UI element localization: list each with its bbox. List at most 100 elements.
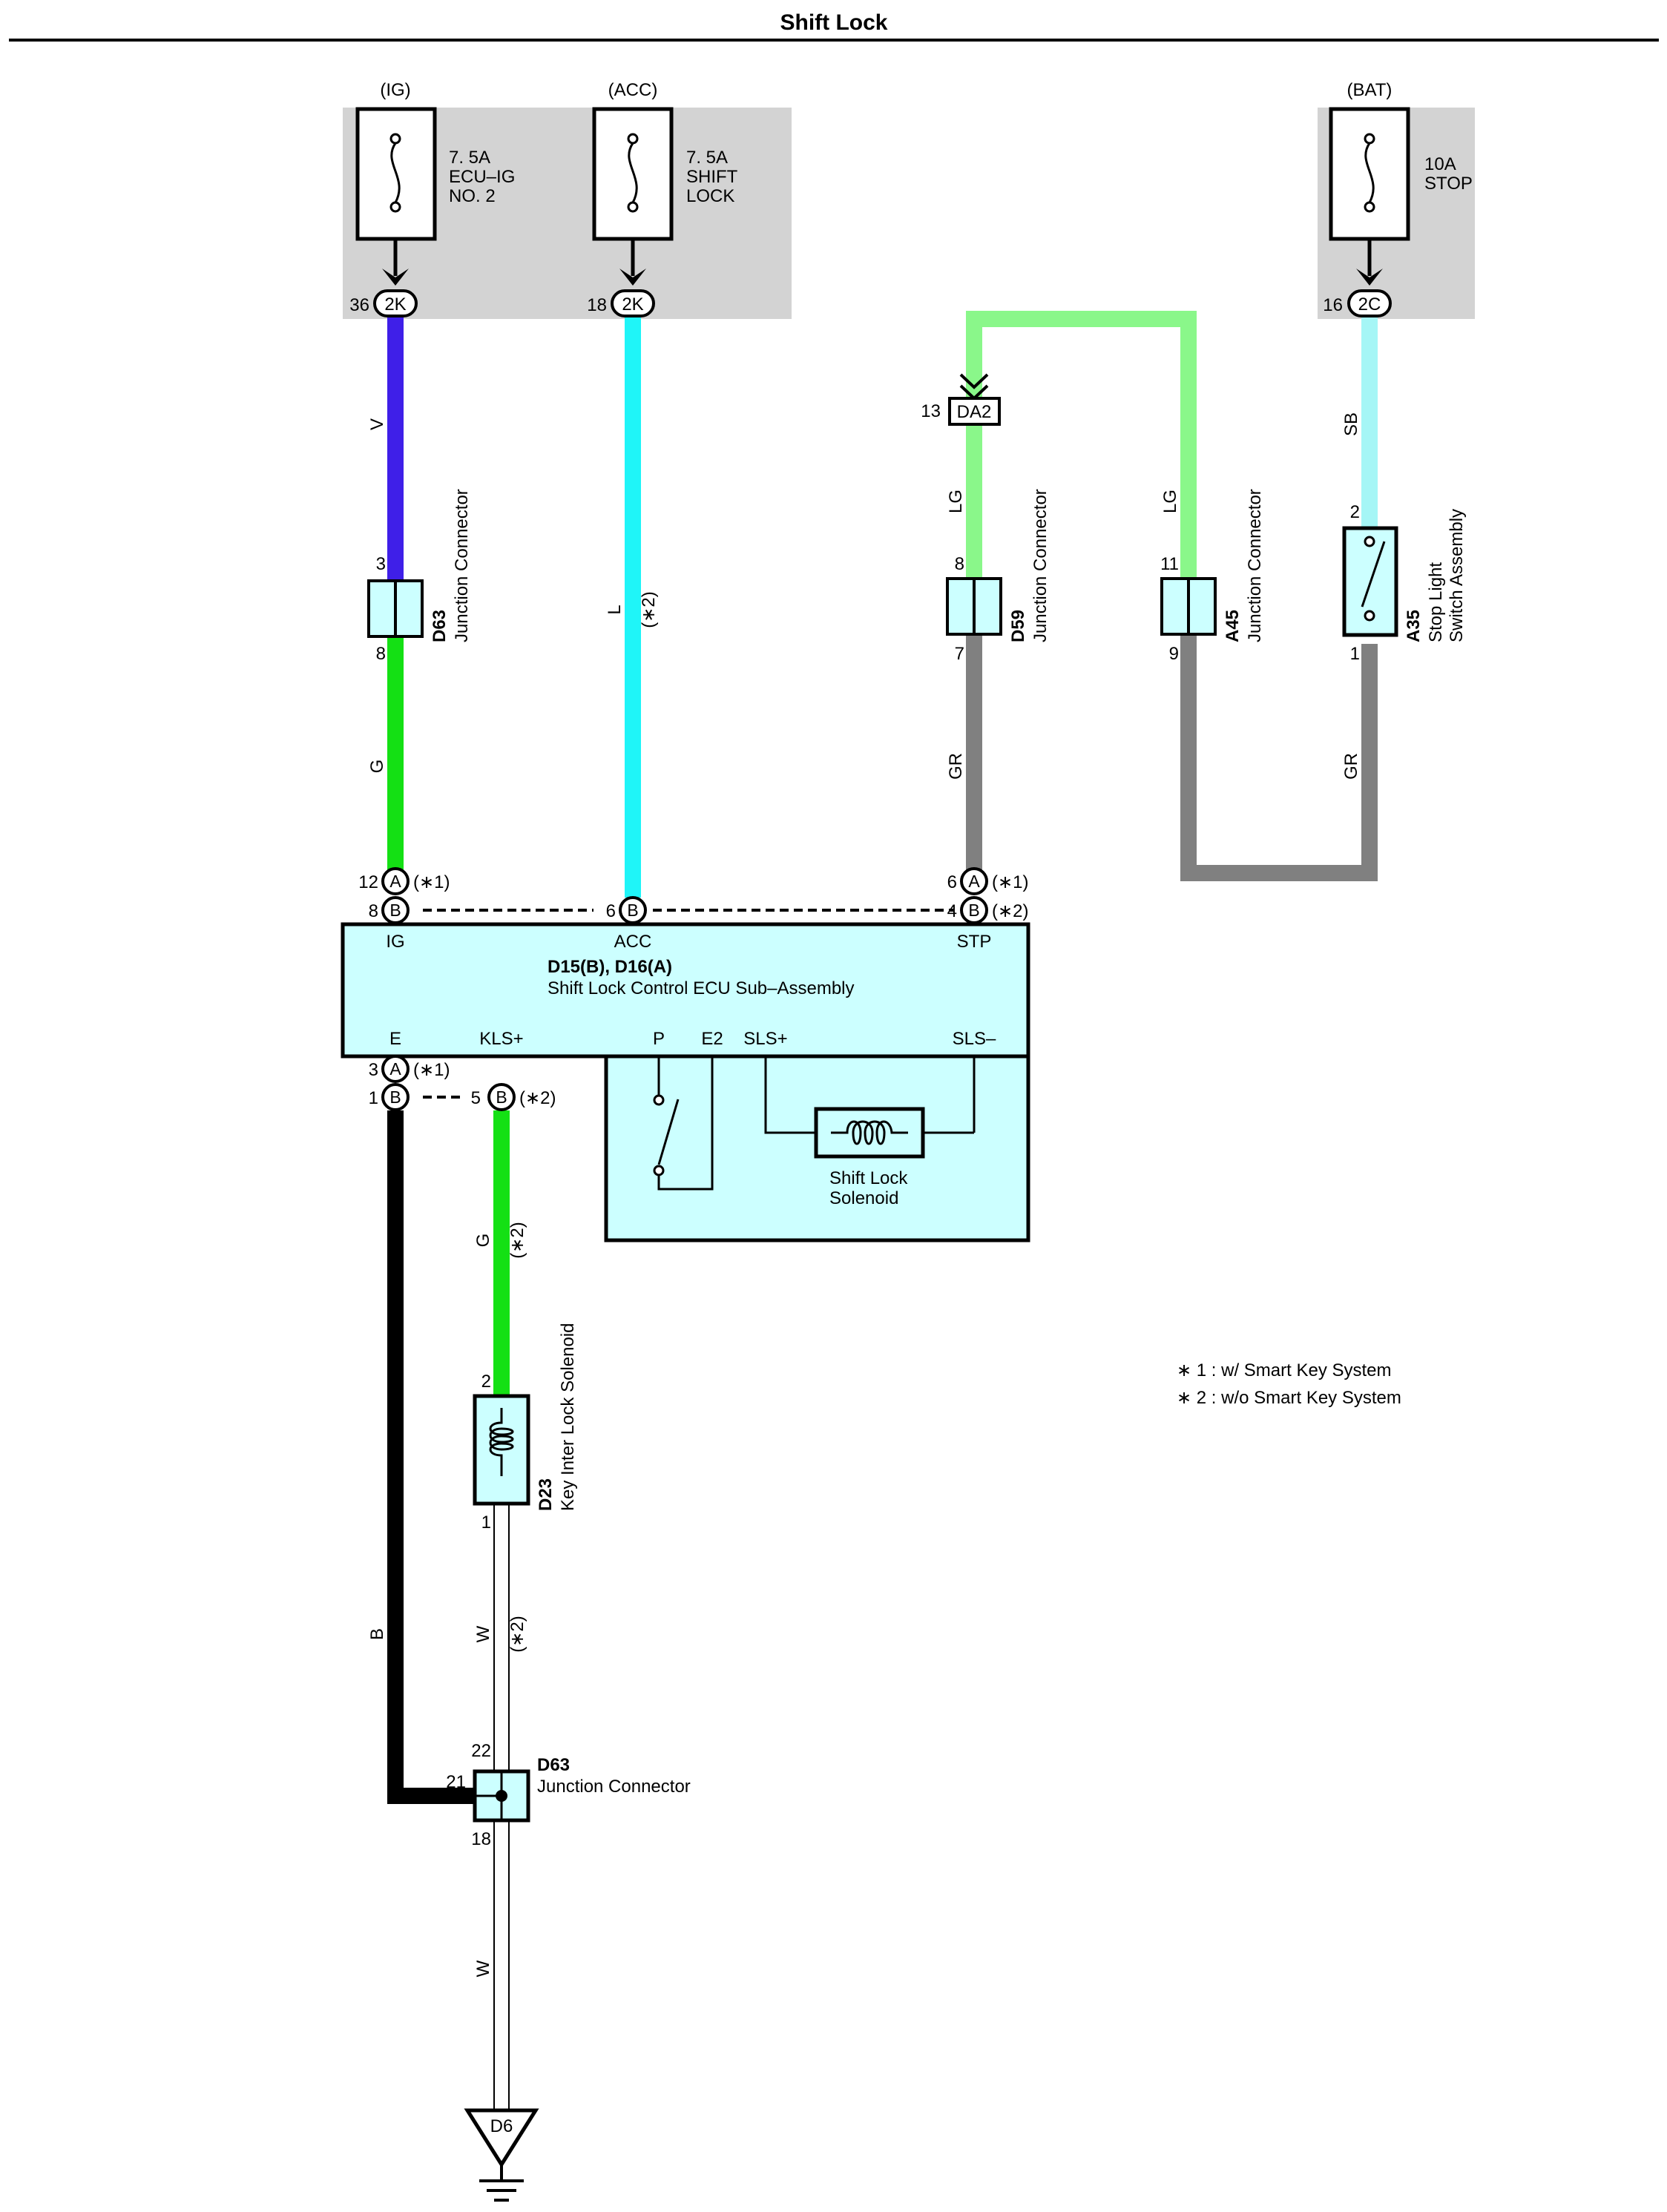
ecu-ig-pin-a-letter: A <box>389 872 401 891</box>
wire-ig-g-label: G <box>367 760 387 774</box>
wire-acc-l-note: (∗2) <box>639 591 659 628</box>
fuse-acc-terminal-bottom <box>627 201 639 213</box>
ecu-kls-pin-b-letter: B <box>496 1087 507 1107</box>
ecu-kls-pin-b-note: (∗2) <box>519 1088 556 1108</box>
a35-contact-top <box>1364 536 1375 547</box>
fuse-ig-name-2: NO. 2 <box>449 186 496 206</box>
da2-connector <box>948 397 1001 426</box>
a35-name-2: Switch Assembly <box>1447 509 1467 642</box>
ecu-p-switch-contact-bottom <box>653 1165 665 1176</box>
ecu-term-acc: ACC <box>614 932 652 952</box>
a35-pin-bottom: 1 <box>1350 644 1360 664</box>
fuse-bat-connector <box>1347 289 1392 317</box>
ecu-acc-pin-b-num: 6 <box>606 901 616 921</box>
fuse-acc-terminal-top <box>627 133 639 145</box>
ecu-title: D15(B), D16(A) <box>548 957 672 977</box>
d59-pin-bottom: 7 <box>955 644 964 664</box>
d23-pin-top: 2 <box>481 1372 491 1392</box>
ecu-stp-pin-b-note: (∗2) <box>992 901 1028 921</box>
d63-bottom-splice-dot <box>496 1790 507 1802</box>
fuse-acc-rating: 7. 5A <box>686 148 728 168</box>
a45-name: Junction Connector <box>1245 489 1265 642</box>
da2-id: DA2 <box>957 402 992 422</box>
ecu-e-pin-b <box>381 1083 410 1111</box>
fuse-bat-terminal-bottom <box>1364 201 1375 213</box>
wire-ground-b <box>387 1110 499 1804</box>
d63-bottom-pin-top: 22 <box>471 1741 491 1761</box>
fuse-bat-source: (BAT) <box>1347 80 1393 100</box>
shift-lock-solenoid-coil <box>831 1120 908 1145</box>
shift-lock-solenoid-label-2: Solenoid <box>829 1188 898 1208</box>
ground-triangle <box>464 2108 539 2168</box>
ecu-e-pin-a-letter: A <box>389 1059 401 1079</box>
fuse-ig-name-1: ECU–IG <box>449 167 515 187</box>
fuse-bat-connector-label: 2C <box>1358 294 1381 315</box>
ecu-stp-pin-a-note: (∗1) <box>992 872 1028 892</box>
fuse-ig-connector <box>373 289 418 317</box>
a45-id: A45 <box>1223 610 1243 642</box>
d59-pin-top: 8 <box>955 554 964 574</box>
fuse-bat-terminal-top <box>1364 133 1375 145</box>
ecu-term-kls: KLS+ <box>479 1029 523 1049</box>
fuse-ig-rating: 7. 5A <box>449 148 490 168</box>
d63-bottom-name: Junction Connector <box>537 1777 691 1797</box>
d23-pin-bottom: 1 <box>481 1512 491 1533</box>
ground-id: D6 <box>490 2116 513 2136</box>
wire-stp-sb-label: SB <box>1341 412 1361 436</box>
d23-id: D23 <box>536 1478 556 1511</box>
wire-stp-gr-right <box>1180 634 1378 881</box>
ecu-stp-pin-a <box>960 867 988 895</box>
a35-name-1: Stop Light <box>1426 562 1446 642</box>
ecu-ig-pin-b-letter: B <box>389 901 401 920</box>
shift-lock-solenoid-label-1: Shift Lock <box>829 1168 908 1188</box>
ecu-e-pin-a-note: (∗1) <box>413 1060 450 1080</box>
ecu-kls-pin-b-num: 5 <box>471 1088 481 1108</box>
d63-bottom-pin-left: 21 <box>446 1772 466 1792</box>
d59-id: D59 <box>1008 610 1028 642</box>
fuse-ig-element <box>390 142 401 203</box>
wire-kls-w-note: (∗2) <box>507 1616 527 1652</box>
wire-kls-g-note: (∗2) <box>507 1222 527 1258</box>
ecu-ig-pin-b-num: 8 <box>369 901 378 921</box>
ecu-term-stp: STP <box>957 932 992 952</box>
fuse-ig-pin: 36 <box>349 295 369 315</box>
d23-name: Key Inter Lock Solenoid <box>558 1323 578 1512</box>
a35-pin-top: 2 <box>1350 502 1360 522</box>
ecu-p-switch-contact-top <box>653 1094 665 1106</box>
ecu-term-ig: IG <box>386 932 404 952</box>
ecu-subtitle: Shift Lock Control ECU Sub–Assembly <box>548 978 855 998</box>
ecu-p-switch-blade <box>657 1099 680 1165</box>
ecu-p-e2-wire <box>657 1056 714 1191</box>
fuse-ig-terminal-top <box>389 133 401 145</box>
fuse-acc-name-2: LOCK <box>686 186 734 206</box>
legend-note-2: ∗ 2 : w/o Smart Key System <box>1177 1388 1401 1408</box>
ecu-body <box>341 922 1030 1059</box>
fuse-acc-pin: 18 <box>587 295 607 315</box>
wire-kls-g-label: G <box>473 1234 493 1248</box>
fuse-ig-arrow <box>382 269 409 286</box>
fuse-acc-source: (ACC) <box>608 80 658 100</box>
ecu-stp-pin-b-letter: B <box>968 901 979 920</box>
ecu-e-pin-b-letter: B <box>389 1087 401 1107</box>
a35-switch-blade <box>1361 541 1386 608</box>
ecu-term-sls-minus: SLS– <box>953 1029 996 1049</box>
wire-ground-b-label: B <box>367 1628 387 1640</box>
ecu-acc-pin-b-letter: B <box>627 901 638 920</box>
d23-solenoid-coil <box>489 1408 514 1476</box>
fuse-ig-connector-label: 2K <box>384 294 406 315</box>
d63-bottom-id: D63 <box>537 1755 570 1775</box>
ecu-kls-pin-b <box>487 1083 516 1111</box>
legend-note-1: ∗ 1 : w/ Smart Key System <box>1177 1360 1392 1380</box>
ecu-term-p: P <box>653 1029 665 1049</box>
fuse-acc-arrow <box>619 269 646 286</box>
ecu-stp-pin-a-num: 6 <box>947 872 957 892</box>
wire-ground-w-label: W <box>473 1960 493 1977</box>
ecu-term-e: E <box>389 1029 401 1049</box>
a45-pin-top: 11 <box>1160 554 1179 574</box>
fuse-acc-element <box>628 142 638 203</box>
a35-contact-bottom <box>1364 610 1375 622</box>
ecu-e-pin-a <box>381 1055 410 1083</box>
fuse-acc-connector-label: 2K <box>622 294 643 315</box>
da2-pin: 13 <box>921 401 941 421</box>
fuse-bat-arrow <box>1356 269 1383 286</box>
